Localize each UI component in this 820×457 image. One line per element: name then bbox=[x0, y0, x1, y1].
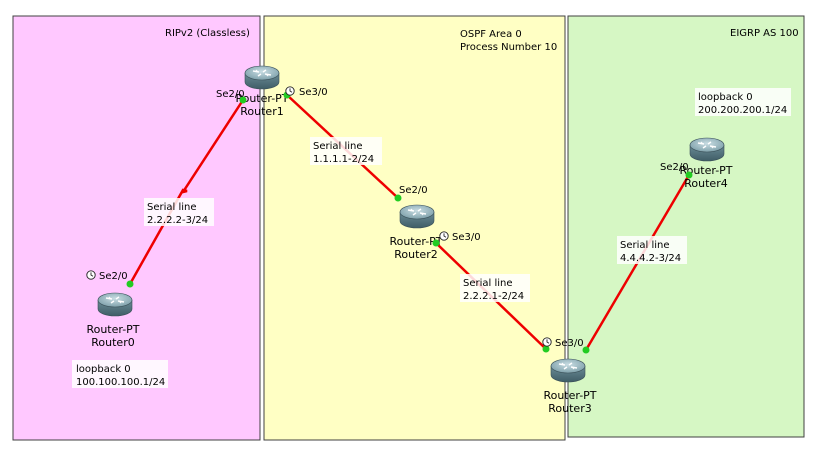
router-r2-type: Router-PT bbox=[389, 235, 442, 248]
router-r3-name: Router3 bbox=[548, 402, 591, 415]
router-r3[interactable]: Router-PT Router3 bbox=[543, 358, 597, 415]
port-r0-se20: Se2/0 bbox=[99, 271, 128, 282]
router-r0[interactable]: Router-PT Router0 bbox=[86, 292, 140, 349]
router-r0-type: Router-PT bbox=[86, 323, 139, 336]
port-r3-se30: Se3/0 bbox=[555, 338, 584, 349]
clock-icon bbox=[439, 231, 449, 241]
port-r2-se20: Se2/0 bbox=[399, 185, 428, 196]
router-r4[interactable]: Router-PT Router4 bbox=[679, 137, 733, 190]
router-r4-type: Router-PT bbox=[679, 164, 732, 177]
router-icon[interactable] bbox=[97, 292, 133, 317]
link-r1-r2-type: Serial line bbox=[313, 141, 363, 152]
link-r0-r1-type: Serial line bbox=[147, 202, 197, 213]
loopback-label-bg bbox=[72, 360, 168, 388]
router-icon[interactable] bbox=[550, 358, 586, 383]
port-status-dot bbox=[394, 194, 402, 202]
port-status-dot bbox=[685, 171, 693, 179]
link-r1-r2-subnet: 1.1.1.1-2/24 bbox=[313, 154, 374, 165]
loopback-r4-name: loopback 0 bbox=[698, 92, 753, 103]
loopback-r4-address: 200.200.200.1/24 bbox=[698, 105, 787, 116]
zone-ospf-title: OSPF Area 0 bbox=[460, 29, 522, 40]
router-r1-name: Router1 bbox=[240, 105, 283, 118]
link-r2-r3-subnet: 2.2.2.1-2/24 bbox=[463, 291, 524, 302]
router-r4-name: Router4 bbox=[684, 177, 727, 190]
link-r3-r4-type: Serial line bbox=[620, 240, 670, 251]
port-r1-se20: Se2/0 bbox=[216, 89, 245, 100]
port-r1-se30: Se3/0 bbox=[299, 87, 328, 98]
link-label-bg bbox=[617, 236, 687, 264]
clock-icon bbox=[86, 270, 96, 280]
loopback-label-bg bbox=[695, 88, 791, 116]
zone-rip-title: RIPv2 (Classless) bbox=[165, 28, 250, 39]
link-label-bg bbox=[144, 198, 214, 226]
port-r4-se20: Se2/0 bbox=[660, 162, 689, 173]
port-status-dot bbox=[126, 280, 134, 288]
router-r0-name: Router0 bbox=[91, 336, 134, 349]
zone-ospf-subtitle: Process Number 10 bbox=[460, 42, 557, 53]
link-label-bg bbox=[460, 274, 530, 302]
port-status-dot bbox=[432, 239, 440, 247]
port-status-dot bbox=[239, 96, 247, 104]
port-status-dot bbox=[542, 345, 550, 353]
router-r1-type: Router-PT bbox=[235, 92, 288, 105]
loopback-r0-name: loopback 0 bbox=[76, 364, 131, 375]
zone-eigrp-title: EIGRP AS 100 bbox=[730, 28, 799, 39]
router-r2[interactable]: Router-PT Router2 bbox=[389, 204, 443, 261]
port-status-dot bbox=[582, 346, 590, 354]
loopback-r0-address: 100.100.100.1/24 bbox=[76, 377, 165, 388]
router-r1[interactable]: Router-PT Router1 bbox=[235, 65, 289, 118]
link-r3-r4-subnet: 4.4.4.2-3/24 bbox=[620, 253, 681, 264]
clock-icon bbox=[542, 337, 552, 347]
router-icon[interactable] bbox=[399, 204, 435, 229]
link-r2-r3-type: Serial line bbox=[463, 278, 513, 289]
router-icon[interactable] bbox=[689, 137, 725, 162]
link-r0-r1-subnet: 2.2.2.2-3/24 bbox=[147, 215, 208, 226]
clock-icon bbox=[285, 86, 295, 96]
router-icon[interactable] bbox=[244, 65, 280, 90]
link-label-bg bbox=[310, 137, 382, 165]
router-r2-name: Router2 bbox=[394, 248, 437, 261]
port-r2-se30: Se3/0 bbox=[452, 232, 481, 243]
router-r3-type: Router-PT bbox=[543, 389, 596, 402]
zone-eigrp bbox=[567, 15, 805, 438]
